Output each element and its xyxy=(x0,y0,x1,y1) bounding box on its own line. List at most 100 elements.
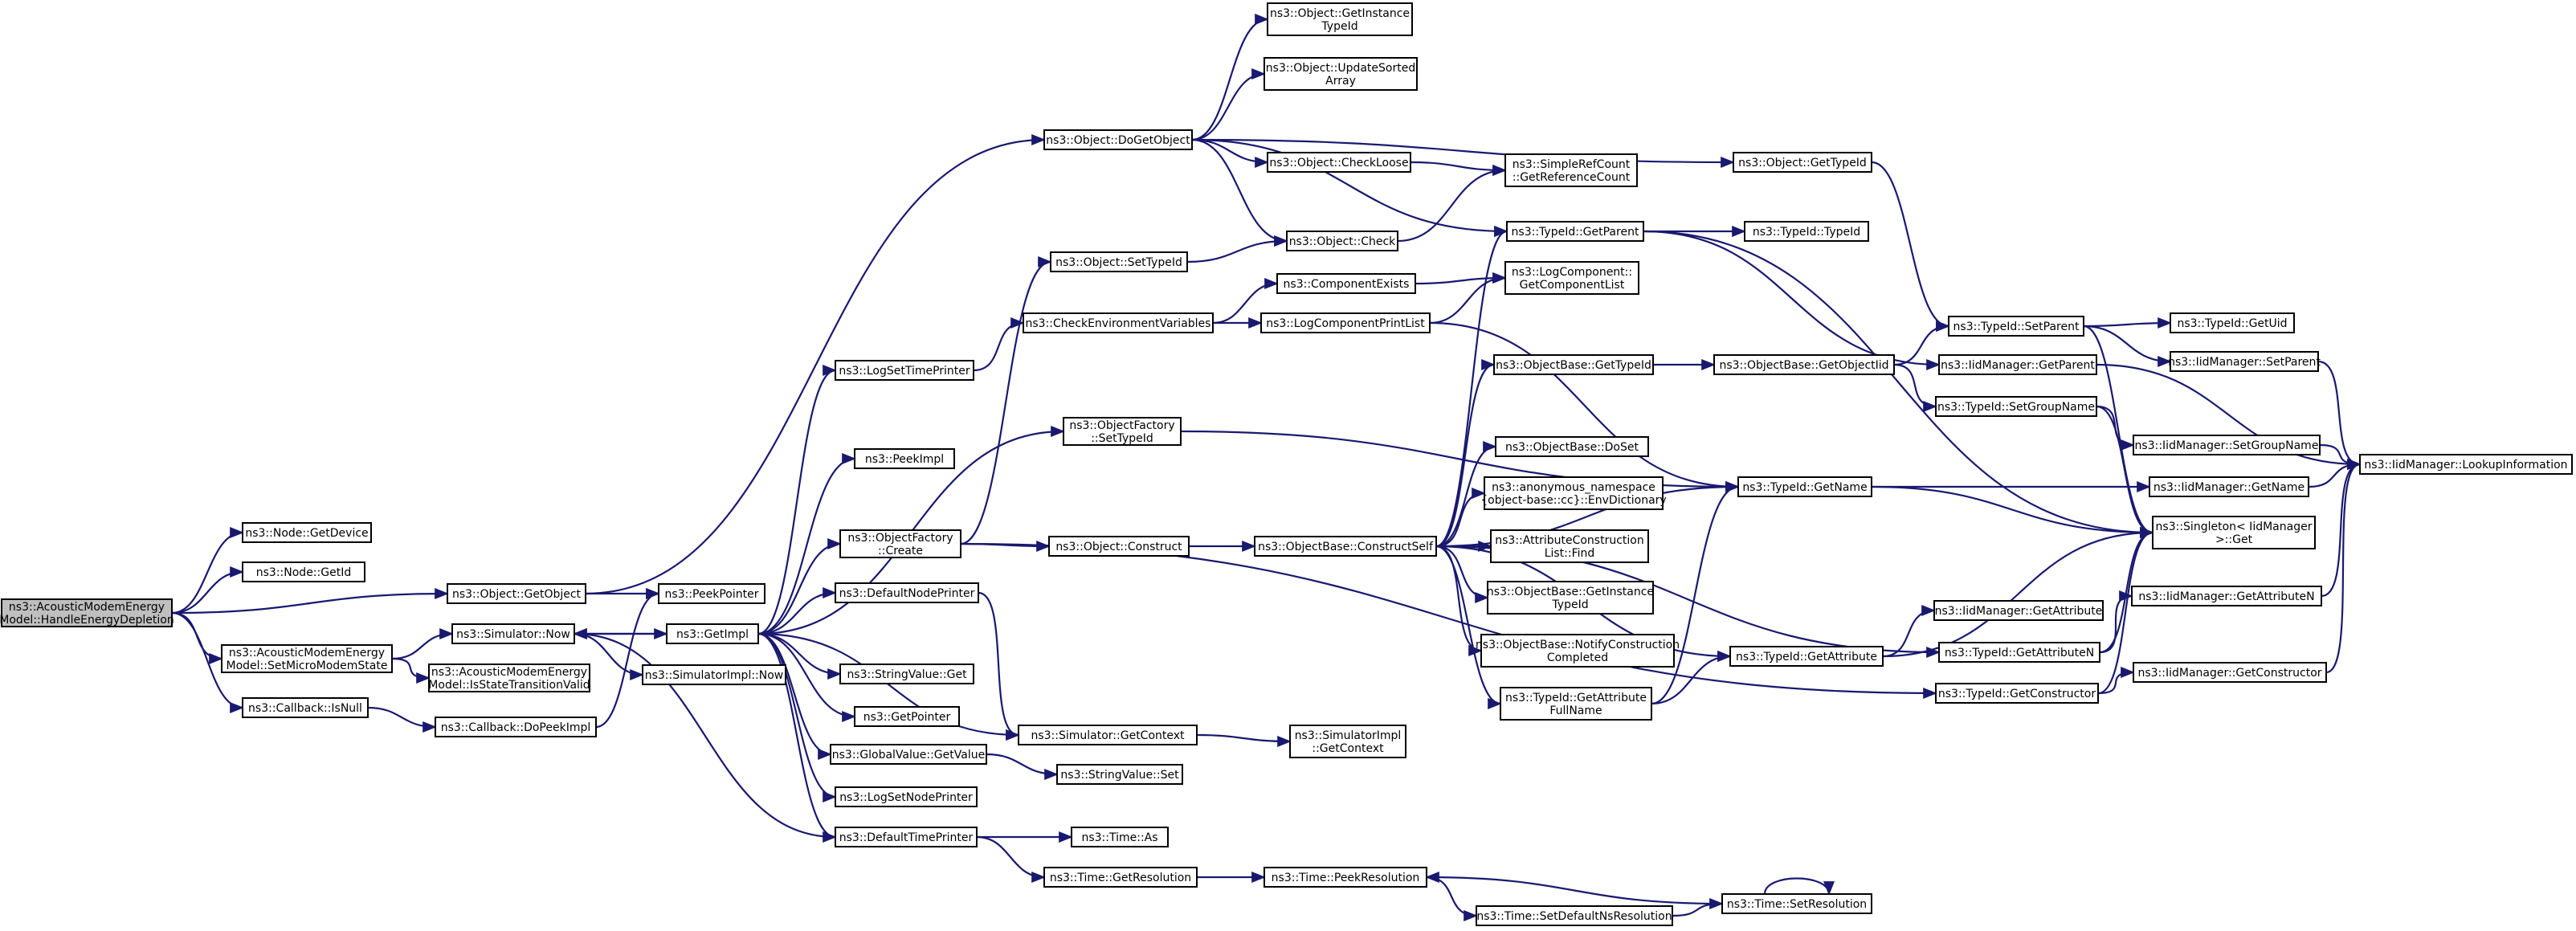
node-box xyxy=(1056,764,1183,785)
node-simimpl_getcontext[interactable]: ns3::SimulatorImpl::GetContext xyxy=(1289,725,1406,758)
node-defaultnodeprinter[interactable]: ns3::DefaultNodePrinter xyxy=(835,582,979,603)
node-label: ns3::IidManager::GetAttributeN xyxy=(2138,590,2314,603)
edge-iid_getconstructor-to-iid_lookupinfo xyxy=(2325,459,2362,674)
edge-logcompprintlist-to-logcomp_getlist xyxy=(1429,272,1507,325)
edge-checkenv-to-componentexists xyxy=(1212,277,1279,325)
node-singleton_get[interactable]: ns3::Singleton< IidManager>::Get xyxy=(2152,516,2316,549)
node-checkenv[interactable]: ns3::CheckEnvironmentVariables xyxy=(1023,312,1214,333)
node-label: ns3::SimulatorImpl::Now xyxy=(645,669,784,682)
node-iid_getparent[interactable]: ns3::IidManager::GetParent xyxy=(1938,354,2097,375)
node-typeid_getattributen[interactable]: ns3::TypeId::GetAttributeN xyxy=(1938,642,2100,663)
edge-logcompprintlist-to-typeid_getname xyxy=(1429,321,1740,493)
node-iid_setgroupname[interactable]: ns3::IidManager::SetGroupName xyxy=(2133,435,2321,455)
node-simplerefcount[interactable]: ns3::SimpleRefCount::GetReferenceCount xyxy=(1504,153,1638,187)
node-componentexists[interactable]: ns3::ComponentExists xyxy=(1276,273,1416,294)
node-sim_getcontext[interactable]: ns3::Simulator::GetContext xyxy=(1018,725,1198,745)
node-iid_getattributen[interactable]: ns3::IidManager::GetAttributeN xyxy=(2131,586,2322,606)
node-box xyxy=(658,583,765,604)
node-iid_getattribute[interactable]: ns3::IidManager::GetAttribute xyxy=(1933,600,2104,621)
node-box xyxy=(242,522,372,543)
node-typeid_getattribute[interactable]: ns3::TypeId::GetAttribute xyxy=(1729,646,1884,667)
node-box xyxy=(1050,251,1188,272)
edge-globalvalue_getvalue-to-stringvalue_set xyxy=(986,753,1059,781)
node-objbase_constructself[interactable]: ns3::ObjectBase::ConstructSelf xyxy=(1254,536,1437,557)
node-logsetnode[interactable]: ns3::LogSetNodePrinter xyxy=(835,786,978,807)
node-setmicro[interactable]: ns3::AcousticModemEnergyModel::SetMicroM… xyxy=(221,644,393,673)
node-simimpl_now[interactable]: ns3::SimulatorImpl::Now xyxy=(642,664,786,685)
node-time_setdefaultns[interactable]: ns3::Time::SetDefaultNsResolution xyxy=(1476,905,1673,926)
node-obj_checkloose[interactable]: ns3::Object::CheckLoose xyxy=(1267,152,1411,173)
node-peekpointer[interactable]: ns3::PeekPointer xyxy=(658,583,765,604)
node-obj_check[interactable]: ns3::Object::Check xyxy=(1286,231,1398,251)
node-node_getdevice[interactable]: ns3::Node::GetDevice xyxy=(242,522,372,543)
node-objbase_getobjectiid[interactable]: ns3::ObjectBase::GetObjectIid xyxy=(1713,354,1895,375)
node-getpointer[interactable]: ns3::GetPointer xyxy=(854,706,960,727)
node-obj_settypeid[interactable]: ns3::Object::SetTypeId xyxy=(1050,251,1188,272)
edge-typeid_getconstructor-to-singleton_get xyxy=(2097,527,2154,695)
node-typeid_getconstructor[interactable]: ns3::TypeId::GetConstructor xyxy=(1935,683,2099,704)
node-objbase_gettypeid[interactable]: ns3::ObjectBase::GetTypeId xyxy=(1493,354,1654,375)
node-time_getres[interactable]: ns3::Time::GetResolution xyxy=(1043,867,1198,888)
edge-setmicro-to-sim_now xyxy=(391,627,454,660)
node-typeid_setgroupname[interactable]: ns3::TypeId::SetGroupName xyxy=(1935,396,2097,417)
node-typeid_typeid[interactable]: ns3::TypeId::TypeId xyxy=(1744,221,1869,242)
node-envdict[interactable]: ns3::anonymous_namespace{object-base::cc… xyxy=(1480,476,1667,510)
node-logcompprintlist[interactable]: ns3::LogComponentPrintList xyxy=(1260,312,1431,333)
node-obj_gettypeid[interactable]: ns3::Object::GetTypeId xyxy=(1733,152,1872,173)
node-iid_setparent[interactable]: ns3::IidManager::SetParent xyxy=(2168,351,2321,372)
node-objbase_notify[interactable]: ns3::ObjectBase::NotifyConstructionCompl… xyxy=(1476,634,1680,668)
node-box xyxy=(1264,867,1427,888)
node-label: ns3::LogSetNodePrinter xyxy=(839,791,973,804)
edge-time_setdefaultns-to-time_setres xyxy=(1672,897,1724,917)
node-typeid_getparent[interactable]: ns3::TypeId::GetParent xyxy=(1506,221,1644,242)
node-iid_getconstructor[interactable]: ns3::IidManager::GetConstructor xyxy=(2133,662,2327,683)
node-box xyxy=(2133,662,2327,683)
node-time_peekres[interactable]: ns3::Time::PeekResolution xyxy=(1264,867,1427,888)
node-obj_construct[interactable]: ns3::Object::Construct xyxy=(1048,536,1190,557)
node-typeid_getuid[interactable]: ns3::TypeId::GetUid xyxy=(2170,312,2295,333)
node-time_as[interactable]: ns3::Time::As xyxy=(1071,827,1169,847)
node-cb_isnull[interactable]: ns3::Callback::IsNull xyxy=(242,697,369,718)
node-box xyxy=(1476,905,1673,926)
node-cb_dopeek[interactable]: ns3::Callback::DoPeekImpl xyxy=(435,717,597,737)
node-logcomp_getlist[interactable]: ns3::LogComponent::GetComponentList xyxy=(1504,261,1639,295)
node-objfactory_settypeid[interactable]: ns3::ObjectFactory::SetTypeId xyxy=(1063,417,1182,446)
node-iid_lookupinfo[interactable]: ns3::IidManager::LookupInformation xyxy=(2359,454,2573,475)
node-objfactory_create[interactable]: ns3::ObjectFactory::Create xyxy=(839,529,961,558)
node-iid_getname[interactable]: ns3::IidManager::GetName xyxy=(2149,476,2309,497)
node-objbase_doset[interactable]: ns3::ObjectBase::DoSet xyxy=(1495,436,1649,457)
node-logsettime[interactable]: ns3::LogSetTimePrinter xyxy=(835,360,974,381)
node-isstate[interactable]: ns3::AcousticModemEnergyModel::IsStateTr… xyxy=(428,664,590,692)
edge-getimpl-to-defaultnodeprinter xyxy=(757,586,837,635)
node-stringvalue_set[interactable]: ns3::StringValue::Set xyxy=(1056,764,1183,785)
node-globalvalue_getvalue[interactable]: ns3::GlobalValue::GetValue xyxy=(830,744,987,765)
node-obj_dogetobject[interactable]: ns3::Object::DoGetObject xyxy=(1043,129,1193,150)
node-typeid_setparent[interactable]: ns3::TypeId::SetParent xyxy=(1948,316,2084,337)
node-box xyxy=(835,827,978,847)
node-node_getid[interactable]: ns3::Node::GetId xyxy=(242,561,365,582)
node-time_setres[interactable]: ns3::Time::SetResolution xyxy=(1721,893,1872,914)
node-peekimpl[interactable]: ns3::PeekImpl xyxy=(854,448,955,469)
edge-obj_dogetobject-to-obj_getinstancetypeid xyxy=(1191,14,1269,141)
node-label: ns3::IidManager::SetParent xyxy=(2168,356,2321,369)
edge-typeid_getname-to-singleton_get xyxy=(1871,485,2154,539)
node-stringvalue_get[interactable]: ns3::StringValue::Get xyxy=(839,664,974,684)
node-box xyxy=(1729,646,1884,667)
edge-defaultnodeprinter-to-sim_getcontext xyxy=(978,591,1020,741)
node-label: List::Find xyxy=(1545,547,1595,560)
node-defaulttimeprinter[interactable]: ns3::DefaultTimePrinter xyxy=(835,827,978,847)
node-obj_getobject[interactable]: ns3::Object::GetObject xyxy=(447,583,586,604)
node-box xyxy=(835,582,979,603)
node-sim_now[interactable]: ns3::Simulator::Now xyxy=(451,623,575,644)
node-label: ns3::TypeId::GetAttribute xyxy=(1505,692,1647,704)
node-root[interactable]: ns3::AcousticModemEnergyModel::HandleEne… xyxy=(0,598,174,627)
node-typeid_getname[interactable]: ns3::TypeId::GetName xyxy=(1737,476,1872,497)
node-label: ns3::StringValue::Set xyxy=(1060,769,1179,782)
node-box xyxy=(2170,351,2319,372)
node-getimpl[interactable]: ns3::GetImpl xyxy=(666,623,759,644)
